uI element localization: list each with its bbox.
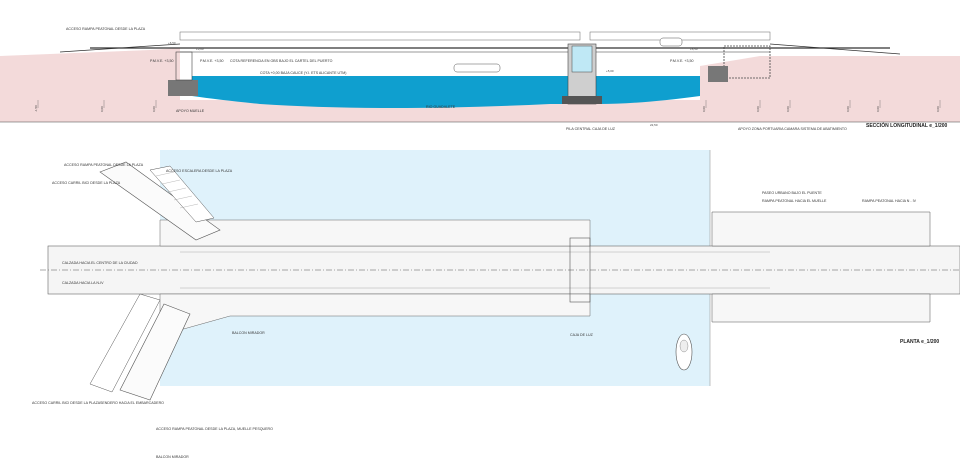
section-label-acceso: ACCESO RAMPA PEATONAL DESDE LA PLAZA — [66, 27, 146, 31]
section-span: 22,50 — [650, 123, 658, 127]
section-title: SECCIÓN LONGITUDINAL e_1/200 — [866, 121, 948, 129]
right-abutment-base — [708, 66, 728, 82]
section-label-pila: PILA CENTRAL CAJA DE LUZ — [566, 127, 616, 131]
plan-stair-top — [99, 161, 221, 241]
section-tick-label: 0,00 — [100, 106, 104, 112]
section-lvl-b: +6,50 — [690, 47, 698, 51]
section-ticks — [37, 100, 941, 108]
section-label-rio: RIO GUADALETE — [426, 105, 456, 109]
left-abutment — [168, 80, 198, 96]
plan-label-rampa-plaza: ACCESO RAMPA PEATONAL DESDE LA PLAZA — [64, 163, 144, 167]
section-label-pmve-mid: P.M.V.E. +3,50 — [200, 59, 223, 63]
section-label-cota-baja: COTA +0,00 BAJA CAUCE (Y.I. ETS ALICANTE… — [260, 71, 346, 75]
longitudinal-section: ACCESO RAMPA PEATONAL DESDE LA PLAZA +6,… — [0, 27, 960, 131]
plan-label-carril-bici-top: ACCESO CARRIL BICI DESDE LA PLAZA — [52, 181, 121, 185]
central-pier-base — [562, 96, 602, 104]
plan-deck-upper-wing — [159, 219, 591, 247]
plan-label-balcon-bottom: BALCON MIRADOR — [156, 455, 189, 459]
right-ramp — [769, 43, 901, 55]
plan-label-calzada-centro: CALZADA HACIA EL CENTRO DE LA CIUDAD — [62, 261, 138, 265]
section-lvl-d: +3,00 — [196, 47, 204, 51]
deck-top-box — [179, 31, 581, 41]
plan-boat-cabin — [679, 339, 689, 353]
plan-view: ACCESO RAMPA PEATONAL DESDE LA PLAZA ACC… — [32, 150, 960, 459]
section-label-apoyo-right: APOYO ZONA PORTUARIA CAMARA SISTEMA DE A… — [738, 127, 847, 131]
plan-label-caja-luz: CAJA DE LUZ — [570, 333, 594, 337]
right-abutment-chamber — [723, 45, 771, 79]
ground-fill — [0, 48, 180, 122]
plan-label-rampa-muelle: ACCESO RAMPA PEATONAL DESDE LA PLAZA, MU… — [156, 427, 273, 431]
plan-stair-top-2 — [149, 165, 215, 223]
section-tick-label: 0,00 — [846, 106, 850, 112]
section-tick-label: 0,00 — [786, 106, 790, 112]
section-boat — [453, 63, 501, 73]
section-lvl-c: +5,00 — [606, 69, 614, 73]
section-tick-label: 0,00 — [876, 106, 880, 112]
section-tick-label: -1,50 — [34, 105, 38, 112]
plan-label-rampa-muelle-r: RAMPA PEATONAL HACIA EL MUELLE — [762, 199, 827, 203]
plan-label-rampa-nv: RAMPA PEATONAL HACIA N - IV — [862, 199, 917, 203]
plan-right-plaza-bottom — [711, 293, 931, 323]
section-lvl-a: +6,50 — [168, 41, 176, 45]
plan-title: PLANTA e_1/200 — [900, 339, 939, 345]
plan-ramp-bottom-2 — [89, 293, 161, 393]
ground-fill-right — [700, 56, 960, 122]
section-label-apoyo: APOYO MUELLE — [176, 109, 205, 113]
plan-ramp-bottom — [119, 303, 191, 401]
river-water — [192, 76, 700, 108]
section-label-pmve-right: P.M.V.E. +3,50 — [670, 59, 693, 63]
section-car — [659, 37, 683, 47]
plan-label-carril-bici-bottom: ACCESO CARRIL BICI DESDE LA PLAZA — [32, 401, 101, 405]
section-tick-label: 0,00 — [152, 106, 156, 112]
section-tick-label: 0,00 — [936, 106, 940, 112]
section-label-cota-ref: COTA REFERENCIA EN OBS BAJO EL CARTEL DE… — [230, 59, 333, 63]
plan-label-balcon: BALCON MIRADOR — [232, 331, 265, 335]
plan-right-plaza — [711, 211, 931, 247]
plan-label-calzada-nv: CALZADA HACIA LA N-IV — [62, 281, 104, 285]
plan-label-paseo: PASEO URBANO BAJO EL PUENTE — [762, 191, 822, 195]
plan-label-escalera: ACCESO ESCALERA DESDE LA PLAZA — [166, 169, 233, 173]
plan-stair-treads — [155, 171, 199, 209]
section-label-pmve-left: P.M.V.E. +3,50 — [150, 59, 173, 63]
plan-label-sendero: SENDERO HACIA EL EMBARCADERO — [100, 401, 164, 405]
left-abutment-top — [175, 51, 193, 81]
plan-light-box — [569, 237, 591, 303]
left-ramp — [59, 43, 181, 53]
central-pier-light-box — [571, 45, 593, 73]
section-tick-label: 0,00 — [756, 106, 760, 112]
section-tick-label: 0,00 — [702, 106, 706, 112]
